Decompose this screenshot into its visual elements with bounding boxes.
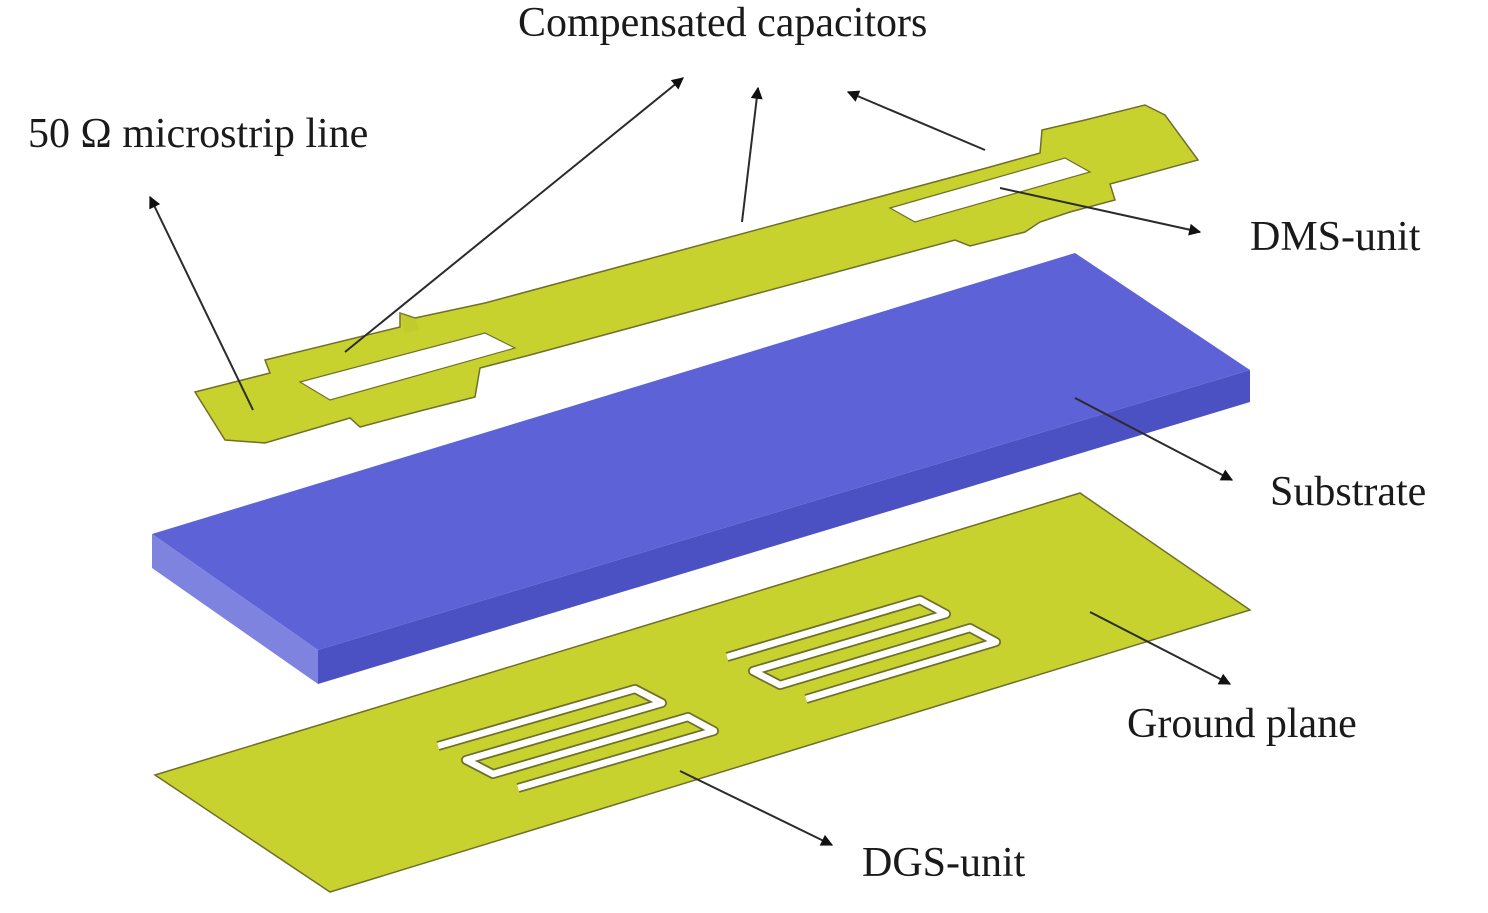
pointer-substrate <box>1074 397 1234 481</box>
dgs-slot-right <box>725 595 1001 704</box>
labels: Compensated capacitors 50 Ω microstrip l… <box>28 0 1426 886</box>
substrate-top-face <box>152 253 1250 650</box>
substrate-front-face <box>318 370 1250 684</box>
pointer-capacitor-right <box>846 90 986 151</box>
label-compensated-capacitors: Compensated capacitors <box>518 0 927 46</box>
ground-plane-layer <box>153 492 1252 893</box>
pointer-microstrip-line <box>149 195 254 411</box>
substrate-layer <box>152 253 1250 684</box>
label-substrate: Substrate <box>1270 469 1426 515</box>
label-dgs-unit: DGS-unit <box>862 840 1026 886</box>
label-dms-unit: DMS-unit <box>1250 214 1421 260</box>
upper-top-edge-shade <box>400 313 420 333</box>
pointer-capacitor-middle <box>741 86 763 223</box>
dms-slot-right <box>888 157 1092 223</box>
microstrip-layer <box>193 104 1200 444</box>
pointer-lines <box>149 77 1234 846</box>
pointer-capacitor-left <box>344 77 684 353</box>
substrate-side-face <box>152 534 318 684</box>
dms-slot-left <box>298 332 517 401</box>
pointer-dgs-unit <box>679 770 834 846</box>
ground-plane-conductor <box>153 492 1252 893</box>
pointer-ground-plane <box>1089 611 1232 685</box>
label-microstrip-line: 50 Ω microstrip line <box>28 111 368 157</box>
label-ground-plane: Ground plane <box>1127 701 1357 747</box>
pointer-dms-unit <box>999 187 1202 236</box>
dgs-slot-left <box>436 684 719 793</box>
